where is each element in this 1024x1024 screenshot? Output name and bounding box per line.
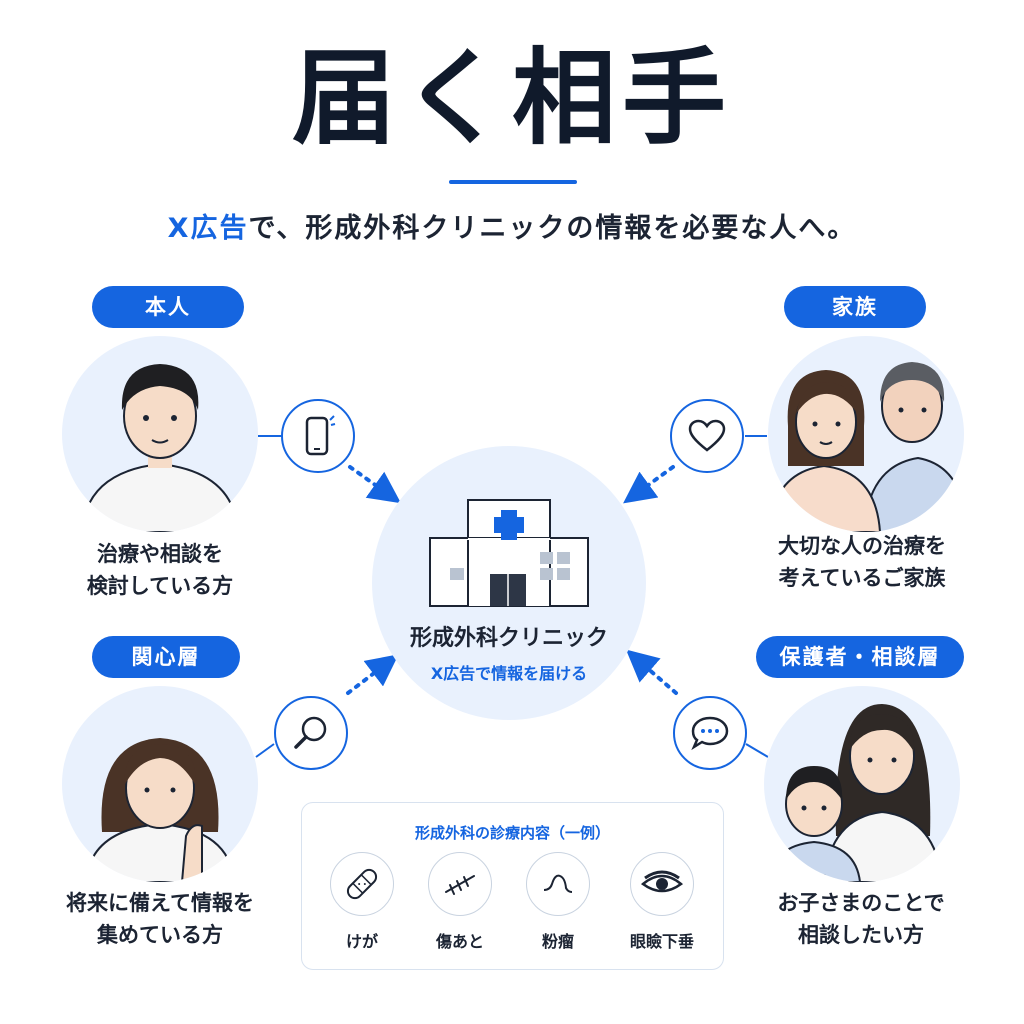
audience-label-family: 家族 xyxy=(784,286,926,328)
subtitle-rest: で、形成外科クリニックの情報を必要な人へ。 xyxy=(248,213,857,244)
bump-icon xyxy=(526,852,590,916)
audience-caption-self: 治療や相談を 検討している方 xyxy=(60,538,260,602)
caption-line: 相談したい方 xyxy=(798,923,924,947)
clinic-name: 形成外科クリニック xyxy=(409,626,608,651)
audience-caption-interested: 将来に備えて情報を 集めている方 xyxy=(50,887,270,951)
audience-label-guardian: 保護者・相談層 xyxy=(756,636,964,678)
audience-label-interested: 関心層 xyxy=(92,636,240,678)
scar-icon xyxy=(428,852,492,916)
treatment-label: 粉瘤 xyxy=(541,932,574,951)
search-icon xyxy=(274,696,348,770)
treatment-label: 眼瞼下垂 xyxy=(629,932,694,951)
page-title: 届く相手 xyxy=(291,37,732,159)
person-interested-illustration xyxy=(62,686,258,882)
heart-icon xyxy=(670,399,744,473)
person-guardian-illustration xyxy=(764,686,960,882)
audience-caption-family: 大切な人の治療を 考えているご家族 xyxy=(754,530,970,594)
caption-line: 集めている方 xyxy=(97,923,223,947)
treatment-label: けが xyxy=(345,932,378,951)
chat-bubble-icon xyxy=(673,696,747,770)
hospital-building-icon xyxy=(429,499,589,607)
caption-line: 検討している方 xyxy=(86,574,234,598)
eye-icon xyxy=(630,852,694,916)
bandage-icon xyxy=(330,852,394,916)
audience-label-self: 本人 xyxy=(92,286,244,328)
caption-line: お子さまのことで xyxy=(777,891,945,915)
caption-line: 将来に備えて情報を xyxy=(66,891,254,915)
audience-caption-guardian: お子さまのことで 相談したい方 xyxy=(756,887,966,951)
person-self-illustration xyxy=(62,336,258,532)
treatment-examples-title: 形成外科の診療内容（一例） xyxy=(414,824,610,842)
clinic-circle xyxy=(372,446,646,720)
caption-line: 治療や相談を xyxy=(97,542,223,566)
caption-line: 大切な人の治療を xyxy=(778,534,946,558)
clinic-tagline: X広告で情報を届ける xyxy=(430,664,588,683)
treatment-label: 傷あと xyxy=(435,932,484,951)
subtitle: X広告で、形成外科クリニックの情報を必要な人へ。 xyxy=(0,206,1024,245)
person-family-illustration xyxy=(768,336,964,532)
subtitle-highlight: X広告 xyxy=(167,213,249,244)
caption-line: 考えているご家族 xyxy=(778,566,946,590)
title-underline xyxy=(449,180,577,184)
smartphone-icon xyxy=(281,399,355,473)
